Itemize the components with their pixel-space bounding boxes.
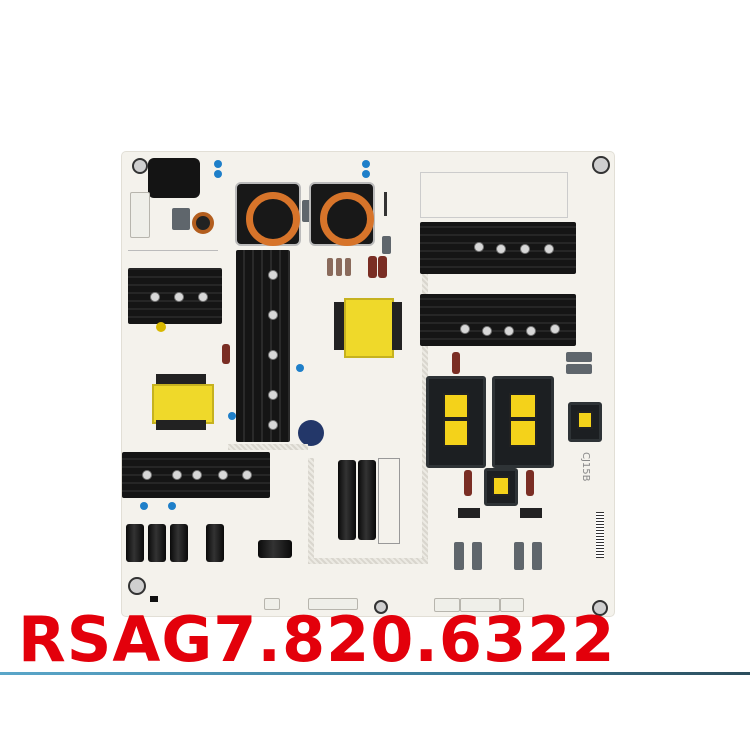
- standby-transformer: [152, 384, 214, 424]
- main-transformer-1: [426, 376, 486, 468]
- pfc-transformer: [344, 298, 394, 358]
- yellow-capacitor: [156, 322, 166, 332]
- film-capacitor: [378, 256, 387, 278]
- output-capacitor: [514, 542, 524, 570]
- heatsink-center-vertical: [236, 250, 290, 442]
- capacitor: [296, 364, 304, 372]
- arrow-marking: [150, 596, 158, 602]
- capacitor-outline: [378, 458, 400, 544]
- transformer-bobbin: [392, 302, 402, 350]
- transformer-bobbin: [156, 374, 206, 384]
- ac-power-inlet: [148, 158, 200, 198]
- resistor: [336, 258, 342, 276]
- heatsink-left-upper: [128, 268, 222, 324]
- capacitor: [566, 364, 592, 374]
- electrolytic-capacitor: [206, 524, 224, 562]
- mounting-hole-top-left: [132, 158, 148, 174]
- diode-array: [458, 508, 480, 518]
- heatsink-right-lower: [420, 294, 576, 346]
- silkscreen-code: CJ15B: [580, 452, 591, 482]
- barcode-label: [596, 512, 604, 558]
- film-capacitor: [222, 344, 230, 364]
- bulk-electrolytic-capacitor-2: [358, 460, 376, 540]
- accent-divider: [0, 672, 750, 675]
- common-mode-choke-2: [309, 182, 375, 246]
- pcb-trace: [308, 558, 428, 564]
- transformer-bobbin: [334, 302, 344, 350]
- heatsink-right-upper: [420, 222, 576, 274]
- y-capacitor: [214, 170, 222, 178]
- capacitor: [140, 502, 148, 510]
- electrolytic-capacitor: [148, 524, 166, 562]
- transformer-bobbin: [156, 420, 206, 430]
- small-transformer-center: [484, 468, 518, 506]
- input-terminal-block: [130, 192, 150, 238]
- capacitor: [228, 412, 236, 420]
- resistor: [384, 192, 387, 216]
- capacitor: [168, 502, 176, 510]
- output-capacitor: [454, 542, 464, 570]
- board-connector: [434, 598, 460, 612]
- common-mode-choke-1: [235, 182, 301, 246]
- component-outline: [420, 172, 568, 218]
- mounting-hole-bottom-left: [128, 577, 146, 595]
- pcb-trace: [228, 444, 308, 450]
- electrolytic-capacitor: [170, 524, 188, 562]
- output-capacitor: [532, 542, 542, 570]
- caution-silkscreen: [128, 250, 218, 263]
- part-number-label: RSAG7.820.6322: [18, 603, 616, 676]
- diode-array: [520, 508, 542, 518]
- resistor: [345, 258, 351, 276]
- capacitor: [382, 236, 391, 254]
- heatsink-left-lower: [122, 452, 270, 498]
- pcb-board: CJ15B: [122, 152, 614, 616]
- film-capacitor: [464, 470, 472, 496]
- mounting-hole-bottom-mid: [374, 600, 388, 614]
- board-connector: [264, 598, 280, 610]
- small-transformer-right: [568, 402, 602, 442]
- board-connector: [308, 598, 358, 610]
- resistor: [327, 258, 333, 276]
- pcb-trace: [422, 258, 428, 558]
- y-capacitor: [214, 160, 222, 168]
- film-capacitor: [526, 470, 534, 496]
- output-capacitor: [472, 542, 482, 570]
- bulk-electrolytic-capacitor-1: [338, 460, 356, 540]
- board-connector: [500, 598, 524, 612]
- electrolytic-capacitor-horizontal: [258, 540, 292, 558]
- mounting-hole-top-right: [592, 156, 610, 174]
- pcb-trace: [308, 458, 314, 558]
- y-capacitor: [362, 160, 370, 168]
- capacitor: [566, 352, 592, 362]
- small-toroid: [192, 212, 214, 234]
- x-capacitor: [172, 208, 190, 230]
- ntc-thermistor: [298, 420, 324, 446]
- film-capacitor: [368, 256, 377, 278]
- electrolytic-capacitor: [126, 524, 144, 562]
- film-capacitor: [452, 352, 460, 374]
- y-capacitor: [362, 170, 370, 178]
- mounting-hole-bottom-right: [592, 600, 608, 616]
- board-connector: [460, 598, 500, 612]
- main-transformer-2: [492, 376, 554, 468]
